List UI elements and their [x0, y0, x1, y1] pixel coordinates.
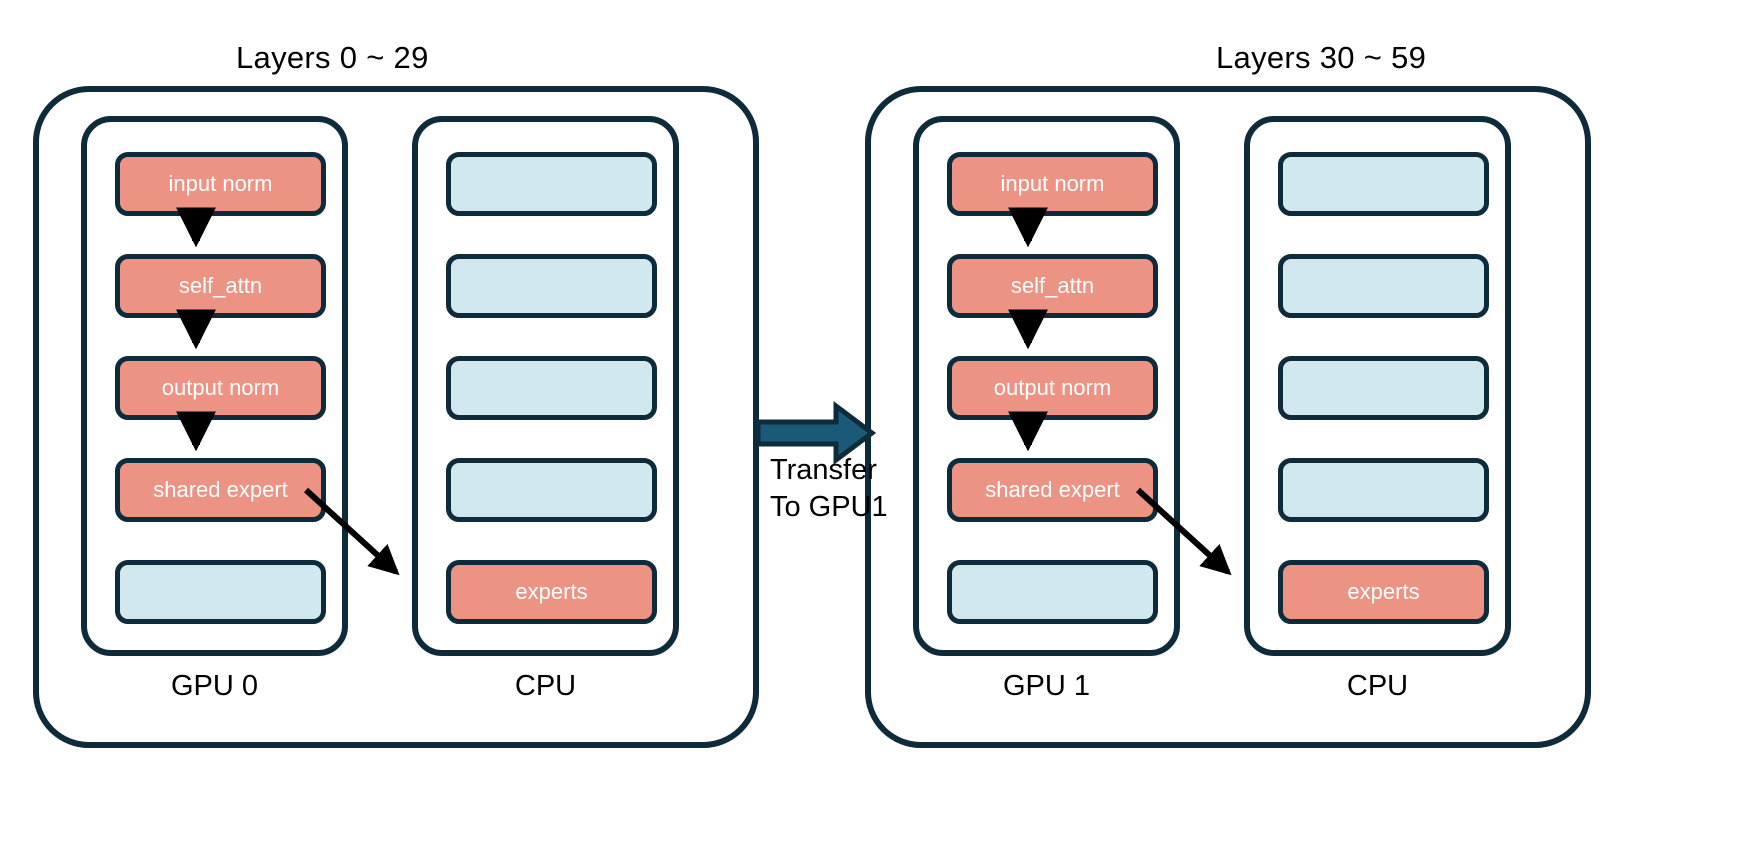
- module-output-norm[interactable]: output norm: [947, 356, 1158, 420]
- cpu-empty-slot-4[interactable]: [1278, 458, 1489, 522]
- module-shared-expert[interactable]: shared expert: [115, 458, 326, 522]
- transfer-label-line2: To GPU1: [770, 491, 888, 524]
- cpu-empty-slot-1[interactable]: [446, 152, 657, 216]
- cpu-column-right: experts: [1244, 116, 1511, 656]
- module-output-norm[interactable]: output norm: [115, 356, 326, 420]
- module-experts[interactable]: experts: [1278, 560, 1489, 624]
- gpu-column-left: input norm self_attn output norm shared …: [81, 116, 348, 656]
- cpu-empty-slot-3[interactable]: [1278, 356, 1489, 420]
- device-label-cpu-left: CPU: [514, 670, 577, 702]
- cpu-empty-slot-1[interactable]: [1278, 152, 1489, 216]
- transfer-label: Transfer To GPU1: [770, 452, 950, 526]
- module-input-norm[interactable]: input norm: [947, 152, 1158, 216]
- module-empty-slot[interactable]: [115, 560, 326, 624]
- device-label-gpu-right: GPU 1: [1002, 670, 1091, 702]
- module-shared-expert[interactable]: shared expert: [947, 458, 1158, 522]
- module-self-attn[interactable]: self_attn: [947, 254, 1158, 318]
- device-label-cpu-right: CPU: [1346, 670, 1409, 702]
- cpu-empty-slot-4[interactable]: [446, 458, 657, 522]
- group-title-left: Layers 0 ~ 29: [236, 40, 429, 75]
- group-title-right: Layers 30 ~ 59: [1216, 40, 1427, 75]
- module-empty-slot[interactable]: [947, 560, 1158, 624]
- device-group-right: input norm self_attn output norm shared …: [865, 86, 1591, 748]
- gpu-column-right: input norm self_attn output norm shared …: [913, 116, 1180, 656]
- transfer-label-line1: Transfer: [770, 454, 877, 486]
- cpu-empty-slot-2[interactable]: [446, 254, 657, 318]
- cpu-column-left: experts: [412, 116, 679, 656]
- module-experts[interactable]: experts: [446, 560, 657, 624]
- device-group-left: input norm self_attn output norm shared …: [33, 86, 759, 748]
- cpu-empty-slot-3[interactable]: [446, 356, 657, 420]
- cpu-empty-slot-2[interactable]: [1278, 254, 1489, 318]
- device-label-gpu-left: GPU 0: [170, 670, 259, 702]
- module-input-norm[interactable]: input norm: [115, 152, 326, 216]
- module-self-attn[interactable]: self_attn: [115, 254, 326, 318]
